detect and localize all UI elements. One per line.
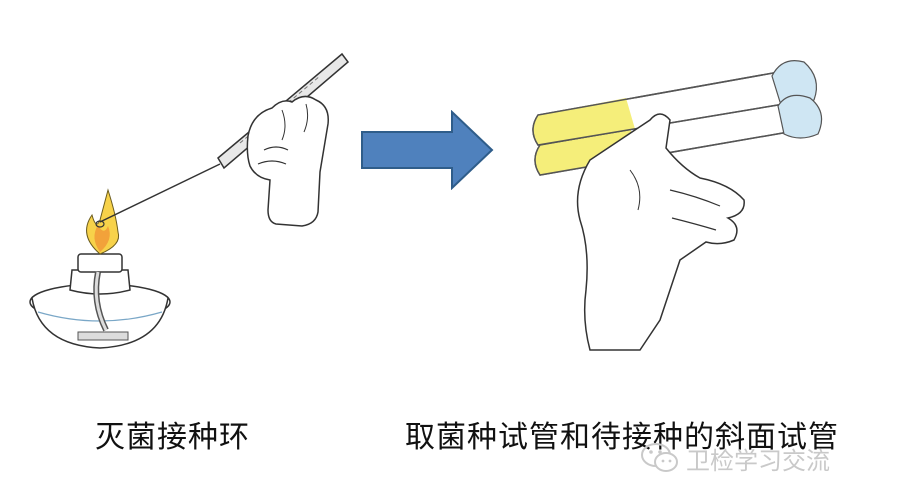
test-tubes-illustration: [532, 60, 823, 351]
caption-tubes: 取菌种试管和待接种的斜面试管: [405, 420, 839, 455]
sterilize-loop-illustration: [29, 52, 350, 349]
watermark: 卫检学习交流: [640, 438, 830, 478]
right-arrow-icon: [361, 110, 494, 190]
watermark-text: 卫检学习交流: [686, 446, 830, 475]
cotton-plug-icon: [771, 60, 823, 139]
hand-icon: [246, 95, 329, 227]
alcohol-lamp-icon: [29, 253, 171, 349]
caption-sterilize-loop: 灭菌接种环: [95, 420, 250, 455]
hand-icon: [576, 113, 745, 351]
culture-tube-icon: [532, 69, 797, 146]
wechat-icon: [641, 443, 678, 472]
